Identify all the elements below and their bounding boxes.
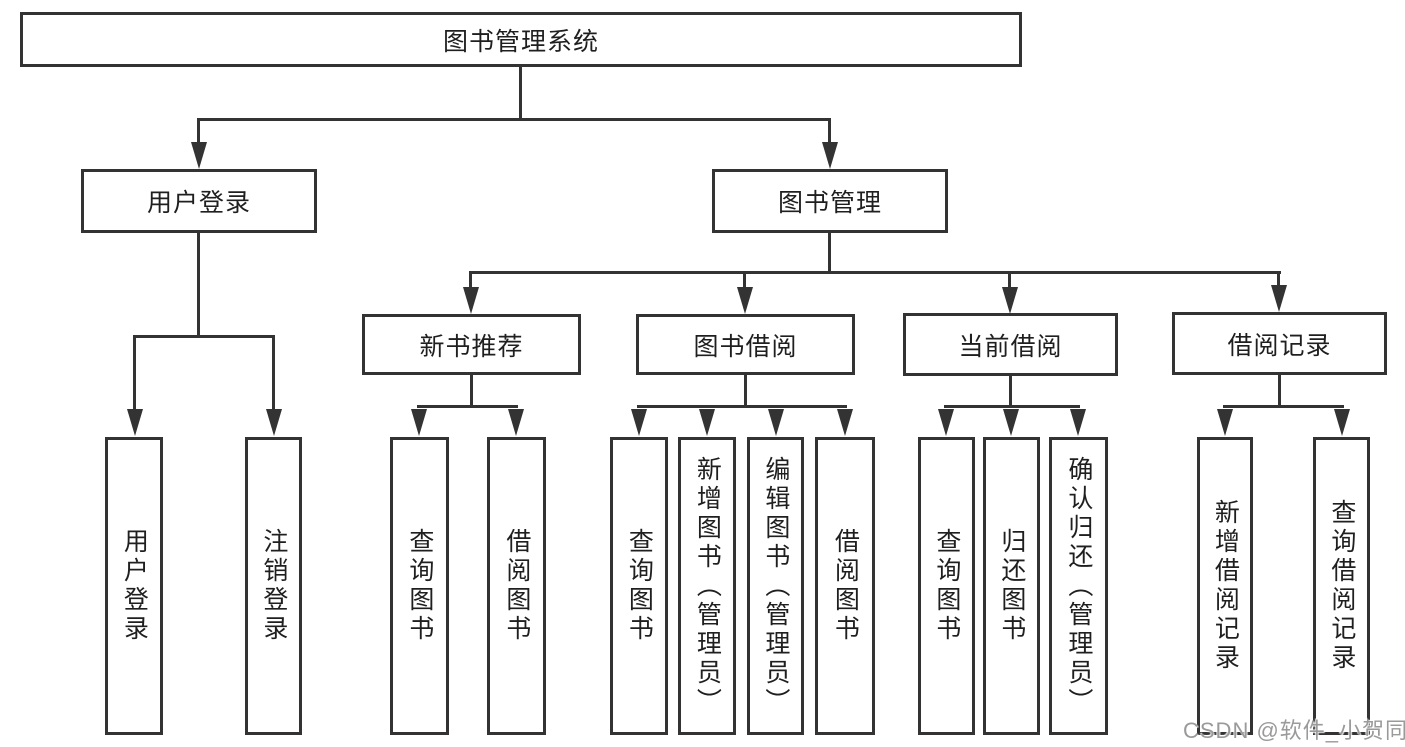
arrowhead-down-icon bbox=[1070, 409, 1086, 436]
node-book-management: 图书管理 bbox=[712, 169, 948, 233]
leaf-return-books: 归还图书 bbox=[983, 437, 1040, 735]
arrowhead-down-icon bbox=[127, 409, 143, 436]
arrowhead-down-icon bbox=[699, 409, 715, 436]
connector-current-borrowing-rail bbox=[944, 405, 1080, 408]
node-new-book-recommend: 新书推荐 bbox=[362, 314, 581, 375]
connector-new-book-rail bbox=[417, 405, 518, 408]
leaf-add-books-admin: 新增图书（管理员） bbox=[678, 437, 736, 735]
leaf-query-books-current: 查询图书 bbox=[918, 437, 975, 735]
leaf-query-books-current-label: 查询图书 bbox=[932, 528, 961, 644]
arrowhead-down-icon bbox=[1271, 285, 1287, 312]
connector-drop-user-login bbox=[197, 120, 200, 143]
connector-drop-leaf bbox=[133, 337, 136, 410]
leaf-query-books-recommend: 查询图书 bbox=[390, 437, 449, 735]
node-current-borrowing-label: 当前借阅 bbox=[958, 332, 1063, 361]
connector-book-management-stem bbox=[828, 233, 831, 273]
connector-root-rail bbox=[197, 118, 831, 121]
arrowhead-down-icon bbox=[631, 409, 647, 436]
connector-new-book-stem bbox=[470, 375, 473, 407]
arrowhead-down-icon bbox=[768, 409, 784, 436]
leaf-user-login-label: 用户登录 bbox=[120, 528, 149, 644]
leaf-confirm-return-admin: 确认归还（管理员） bbox=[1049, 437, 1108, 735]
arrowhead-down-icon bbox=[1002, 287, 1018, 314]
arrowhead-down-icon bbox=[737, 287, 753, 314]
leaf-confirm-return-admin-label: 确认归还（管理员） bbox=[1064, 455, 1093, 717]
arrowhead-down-icon bbox=[822, 142, 838, 169]
leaf-add-borrow-record: 新增借阅记录 bbox=[1197, 437, 1253, 735]
connector-borrowing-records-stem bbox=[1278, 375, 1281, 407]
connector-root-stem bbox=[519, 67, 522, 120]
connector-drop-section bbox=[1008, 273, 1011, 288]
leaf-edit-books-admin: 编辑图书（管理员） bbox=[747, 437, 804, 735]
node-book-borrowing: 图书借阅 bbox=[636, 314, 855, 375]
leaf-borrow-books-recommend: 借阅图书 bbox=[487, 437, 546, 735]
connector-drop-leaf bbox=[272, 337, 275, 410]
node-user-login: 用户登录 bbox=[81, 169, 317, 233]
leaf-query-books-borrowing: 查询图书 bbox=[610, 437, 668, 735]
leaf-add-borrow-record-label: 新增借阅记录 bbox=[1211, 499, 1240, 673]
node-borrowing-records-label: 借阅记录 bbox=[1227, 331, 1332, 360]
leaf-logout: 注销登录 bbox=[245, 437, 302, 735]
connector-drop-section bbox=[1277, 273, 1280, 286]
leaf-query-books-recommend-label: 查询图书 bbox=[405, 528, 434, 644]
leaf-return-books-label: 归还图书 bbox=[997, 528, 1026, 644]
leaf-user-login: 用户登录 bbox=[105, 437, 163, 735]
arrowhead-down-icon bbox=[938, 409, 954, 436]
arrowhead-down-icon bbox=[266, 409, 282, 436]
leaf-query-borrow-record: 查询借阅记录 bbox=[1313, 437, 1370, 735]
connector-borrowing-records-rail bbox=[1223, 405, 1344, 408]
leaf-logout-label: 注销登录 bbox=[259, 528, 288, 644]
node-borrowing-records: 借阅记录 bbox=[1172, 312, 1387, 375]
node-current-borrowing: 当前借阅 bbox=[903, 313, 1118, 376]
leaf-edit-books-admin-label: 编辑图书（管理员） bbox=[761, 455, 790, 717]
connector-drop-book-management bbox=[828, 120, 831, 143]
connector-drop-section bbox=[469, 273, 472, 288]
connector-drop-section bbox=[743, 273, 746, 288]
watermark: CSDN @软件_小贺同学 bbox=[1183, 718, 1405, 743]
leaf-borrow-books: 借阅图书 bbox=[815, 437, 875, 735]
node-book-management-label: 图书管理 bbox=[777, 189, 882, 217]
node-library-system-label: 图书管理系统 bbox=[442, 27, 599, 56]
leaf-query-books-borrowing-label: 查询图书 bbox=[625, 528, 654, 644]
arrowhead-down-icon bbox=[1003, 409, 1019, 436]
node-user-login-label: 用户登录 bbox=[146, 189, 251, 217]
arrowhead-down-icon bbox=[1334, 409, 1350, 436]
node-book-borrowing-label: 图书借阅 bbox=[693, 332, 798, 361]
connector-user-login-stem bbox=[197, 233, 200, 337]
leaf-borrow-books-recommend-label: 借阅图书 bbox=[502, 528, 531, 644]
connector-book-management-rail bbox=[469, 271, 1281, 274]
arrowhead-down-icon bbox=[191, 142, 207, 169]
arrowhead-down-icon bbox=[508, 409, 524, 436]
leaf-query-borrow-record-label: 查询借阅记录 bbox=[1327, 499, 1356, 673]
arrowhead-down-icon bbox=[837, 409, 853, 436]
arrowhead-down-icon bbox=[411, 409, 427, 436]
connector-book-borrowing-stem bbox=[744, 375, 747, 407]
connector-current-borrowing-stem bbox=[1009, 376, 1012, 407]
node-new-book-recommend-label: 新书推荐 bbox=[419, 332, 524, 361]
connector-book-borrowing-rail bbox=[637, 405, 847, 408]
connector-user-login-rail bbox=[133, 335, 275, 338]
arrowhead-down-icon bbox=[463, 287, 479, 314]
leaf-borrow-books-label: 借阅图书 bbox=[831, 528, 860, 644]
node-library-system: 图书管理系统 bbox=[20, 12, 1022, 67]
arrowhead-down-icon bbox=[1217, 409, 1233, 436]
leaf-add-books-admin-label: 新增图书（管理员） bbox=[693, 455, 722, 717]
